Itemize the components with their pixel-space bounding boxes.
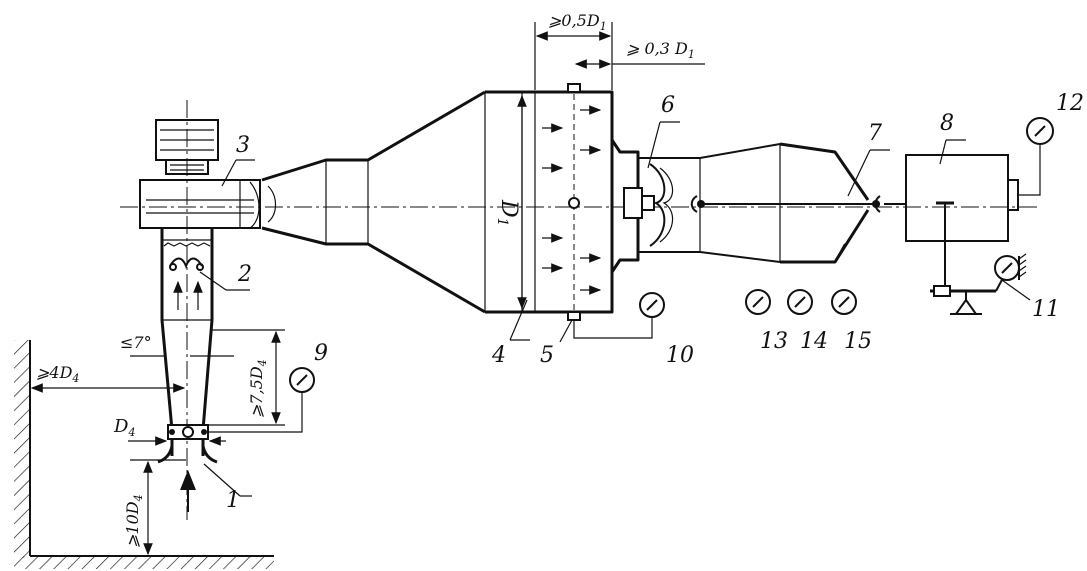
fan-housing — [139, 179, 261, 229]
gauge-10 — [639, 292, 665, 318]
label-14: 14 — [800, 329, 828, 354]
label-8: 8 — [940, 111, 954, 136]
gauge-11 — [994, 253, 1027, 281]
pipe-9 — [208, 392, 303, 433]
pipe-10 — [573, 318, 653, 339]
test-fan — [610, 139, 781, 273]
gauge-15 — [831, 289, 857, 315]
label-15: 15 — [844, 329, 872, 354]
label-7: 7 — [868, 121, 882, 146]
label-6: 6 — [661, 93, 675, 118]
floor — [14, 555, 274, 569]
label-third-d1: ⩾ 0,3 D1 — [626, 39, 695, 61]
label-d1: D1 — [494, 199, 521, 227]
label-12: 12 — [1056, 91, 1084, 116]
dynamometer — [905, 154, 1019, 315]
label-10: 10 — [666, 343, 694, 368]
gauge-14 — [787, 289, 813, 315]
wall-left — [14, 340, 31, 558]
exit-cone — [779, 142, 870, 264]
label-3: 3 — [236, 133, 250, 158]
gauge-12 — [1026, 117, 1054, 145]
pipe-12 — [1018, 144, 1041, 196]
leader-lines — [199, 121, 1031, 497]
label-4: 4 — [491, 343, 506, 368]
label-2: 2 — [237, 262, 252, 287]
gauge-9 — [289, 367, 315, 393]
label-5: 5 — [540, 343, 554, 368]
label-angle: ≤7° — [120, 333, 152, 352]
label-11: 11 — [1032, 297, 1060, 322]
dim-10d4 — [130, 459, 186, 556]
dim-0_5d1 — [534, 22, 613, 90]
gauge-13 — [745, 289, 771, 315]
label-1: 1 — [226, 488, 240, 513]
label-d4: D4 — [113, 416, 135, 439]
label-half-d1: ⩾0,5D1 — [548, 11, 607, 33]
inlet-pipe — [157, 228, 218, 512]
dim-7_5d4 — [208, 329, 285, 426]
shaft — [700, 195, 906, 213]
label-10d4: ⩾10D4 — [123, 494, 145, 548]
label-9: 9 — [314, 341, 328, 366]
label-4d4: ⩾4D4 — [36, 363, 79, 385]
label-7_5d4: ⩾7,5D4 — [247, 359, 269, 418]
fan-motor — [155, 119, 219, 175]
air-duct — [261, 90, 486, 314]
label-13: 13 — [760, 329, 788, 354]
flow-arrows — [542, 105, 602, 295]
